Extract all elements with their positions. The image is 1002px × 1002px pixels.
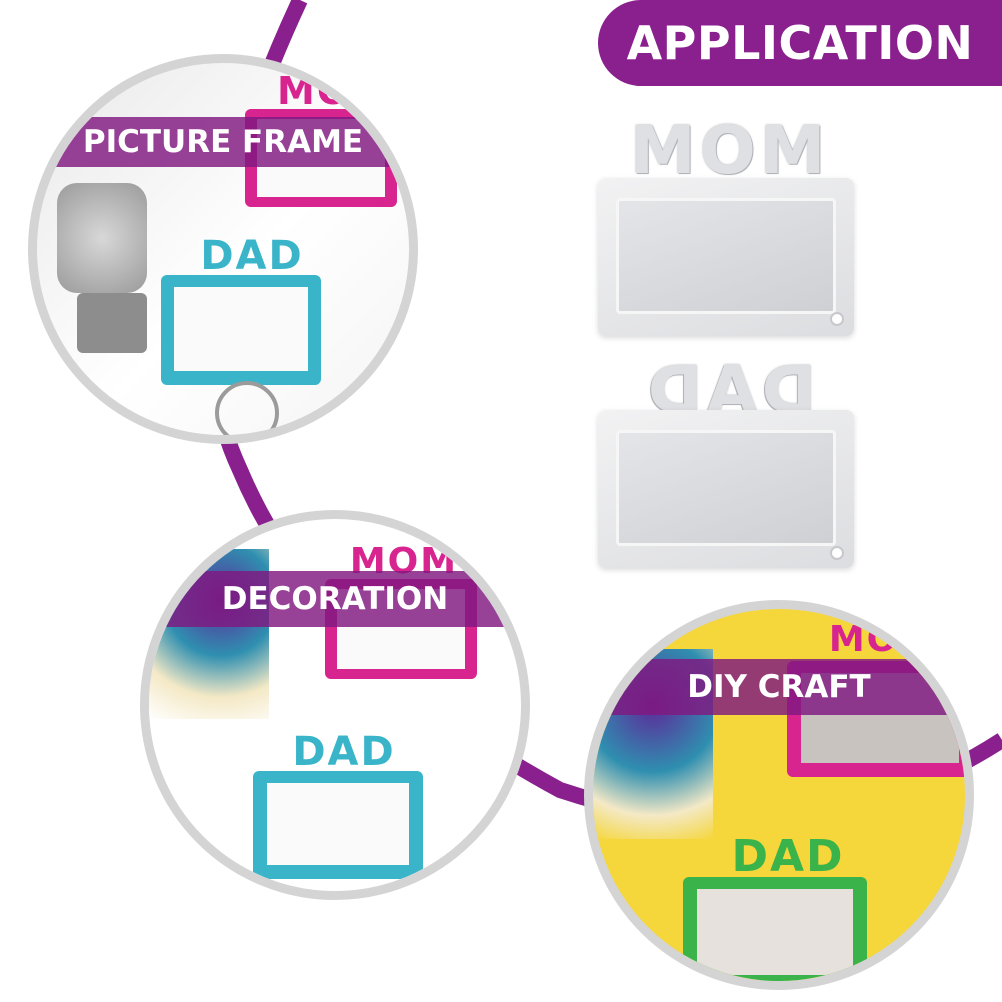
banner-title: APPLICATION [626,16,974,70]
picture-frame-panel: MOM DAD PICTURE FRAME [28,54,418,444]
frame-photo [174,287,308,371]
dad-frame [683,877,867,981]
glass-decor [57,183,147,293]
mold-keyring-hole [830,546,844,560]
panel-label-strip: PICTURE FRAME [37,117,409,167]
panel-label-strip: DIY CRAFT [593,659,965,715]
panel-label: DECORATION [221,581,449,617]
mold-mom-word: MOM [630,112,830,189]
dad-frame-word: DAD [292,729,396,775]
candle-decor [77,293,147,353]
panel-label-strip: DECORATION [149,571,521,627]
mom-frame-word: MOM [828,619,938,660]
panel-label: PICTURE FRAME [82,124,364,160]
mom-mold [598,178,854,336]
dad-frame [253,771,423,879]
panel-label: DIY CRAFT [687,669,871,705]
frame-photo [697,889,853,975]
keychain-ring [215,381,279,435]
application-banner: APPLICATION [598,0,1002,86]
dad-frame-word: DAD [731,831,845,882]
mom-frame-word: MOM [277,69,391,113]
dad-frame-word: DAD [200,233,304,279]
mold-cavity [616,198,836,314]
mold-keyring-hole [830,312,844,326]
mold-cavity [616,430,836,546]
dad-mold [598,410,854,568]
decoration-panel: MOM DAD DECORATION [140,510,530,900]
frame-photo [267,783,409,865]
diy-craft-panel: MOM DAD DIY CRAFT [584,600,974,990]
dad-frame [161,275,321,385]
